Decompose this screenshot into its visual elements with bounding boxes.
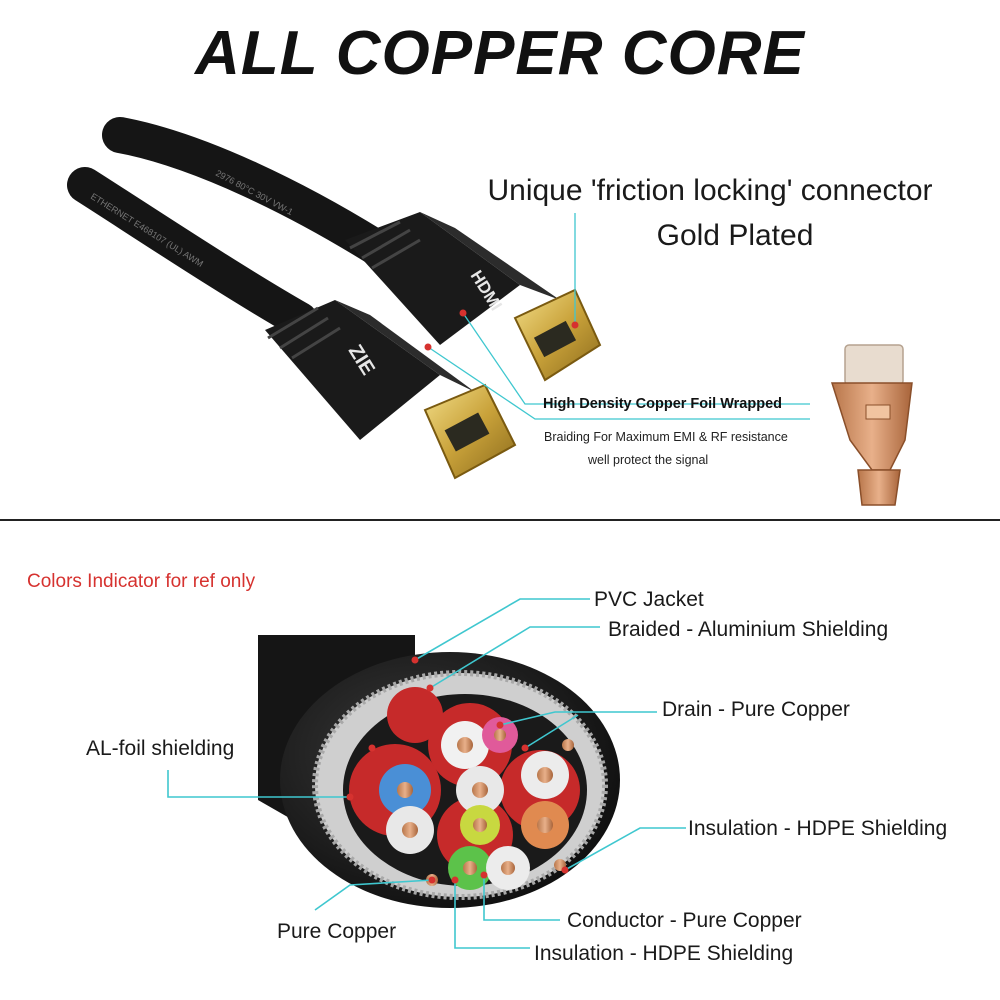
- copper-shell-connector: [830, 344, 913, 506]
- label-insulation-bottom: Insulation - HDPE Shielding: [534, 942, 794, 965]
- connector-caption-line1: Unique 'friction locking' connector: [487, 174, 933, 207]
- section-divider: [0, 519, 1000, 521]
- hdmi-plug-upper: [345, 212, 602, 382]
- callout-lines: [167, 598, 686, 949]
- label-insulation-right: Insulation - HDPE Shielding: [688, 817, 948, 840]
- label-pure-copper: Pure Copper: [277, 920, 397, 943]
- hdmi-plug-lower: [265, 300, 517, 480]
- label-conductor: Conductor - Pure Copper: [567, 909, 802, 932]
- cable-body: [67, 117, 398, 338]
- callout-dots: [346, 656, 569, 884]
- label-braided-shielding: Braided - Aluminium Shielding: [608, 618, 889, 641]
- foil-description-line2: well protect the signal: [588, 453, 709, 467]
- colors-note: Colors Indicator for ref only: [27, 571, 256, 592]
- label-al-foil: AL-foil shielding: [86, 737, 235, 760]
- label-drain: Drain - Pure Copper: [662, 698, 850, 721]
- label-pvc-jacket: PVC Jacket: [594, 588, 704, 611]
- cable-cross-section: [258, 635, 620, 908]
- foil-title: High Density Copper Foil Wrapped: [543, 396, 782, 412]
- foil-description-line1: Braiding For Maximum EMI & RF resistance: [544, 430, 788, 444]
- page-title: ALL COPPER CORE: [195, 19, 805, 88]
- connector-caption-line2: Gold Plated: [656, 219, 814, 252]
